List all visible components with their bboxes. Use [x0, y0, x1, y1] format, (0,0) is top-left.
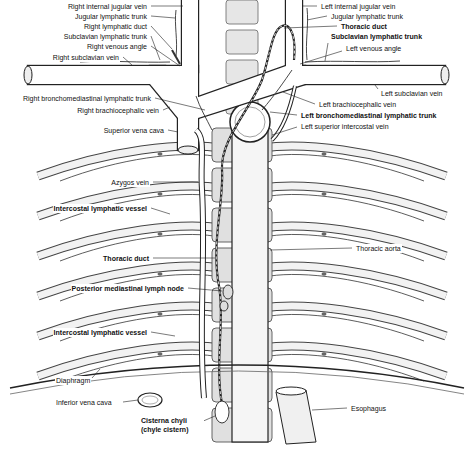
- inferior-vena-cava: [138, 393, 162, 407]
- veins: [24, 0, 449, 154]
- thoracic-aorta: [230, 102, 270, 442]
- anatomy-label: Thoracic aorta: [355, 244, 402, 253]
- esophagus: [276, 387, 316, 444]
- anatomy-label: Intercostal lymphatic vessel: [53, 328, 148, 337]
- anatomy-label: Right venous angle: [86, 42, 148, 51]
- anatomy-label: Diaphragm: [55, 376, 91, 385]
- lymph-nodes: [215, 285, 233, 423]
- anatomy-label: Posterior mediastinal lymph node: [71, 284, 185, 293]
- anatomy-label: Right bronchomediastinal lymphatic trunk: [22, 94, 152, 103]
- anatomy-label: Left brachiocephalic vein: [318, 100, 397, 109]
- anatomy-label: Azygos vein: [110, 178, 150, 187]
- anatomy-label: Left superior intercostal vein: [300, 122, 390, 131]
- leader-lines: [92, 6, 378, 422]
- anatomy-label: Left subclavian vein: [380, 89, 443, 98]
- anatomy-label: Right lymphatic duct: [83, 22, 148, 31]
- anatomy-label: Thoracic duct: [102, 254, 150, 263]
- anatomy-label: Cisterna chyli (chyle cistern): [140, 416, 204, 434]
- anatomy-label: Right internal jugular vein: [67, 2, 148, 11]
- anatomy-label: Jugular lymphatic trunk: [74, 12, 148, 21]
- thoracic-duct: [216, 25, 294, 404]
- anatomy-label: Thoracic duct: [340, 22, 388, 31]
- anatomy-label: Jugular lymphatic trunk: [330, 12, 404, 21]
- anatomy-label: Right brachiocephalic vein: [76, 106, 160, 115]
- anatomy-label: Esophagus: [350, 404, 387, 413]
- diaphragm: [10, 365, 464, 394]
- anatomy-label: Right subclavian vein: [52, 53, 120, 62]
- left-superior-intercostal-vein: [272, 86, 295, 140]
- anatomy-label: Subclavian lymphatic trunk: [330, 32, 423, 41]
- anatomy-label: Intercostal lymphatic vessel: [53, 204, 148, 213]
- anatomy-label: Left bronchomediastinal lymphatic trunk: [300, 111, 437, 120]
- anatomy-label: Subclavian lymphatic trunk: [63, 32, 148, 41]
- anatomy-label: Left internal jugular vein: [320, 2, 396, 11]
- azygos-vein: [196, 130, 204, 398]
- anatomy-label: Left venous angle: [345, 44, 402, 53]
- anatomy-label: Inferior vena cava: [55, 398, 113, 407]
- anatomy-label: Superior vena cava: [103, 126, 165, 135]
